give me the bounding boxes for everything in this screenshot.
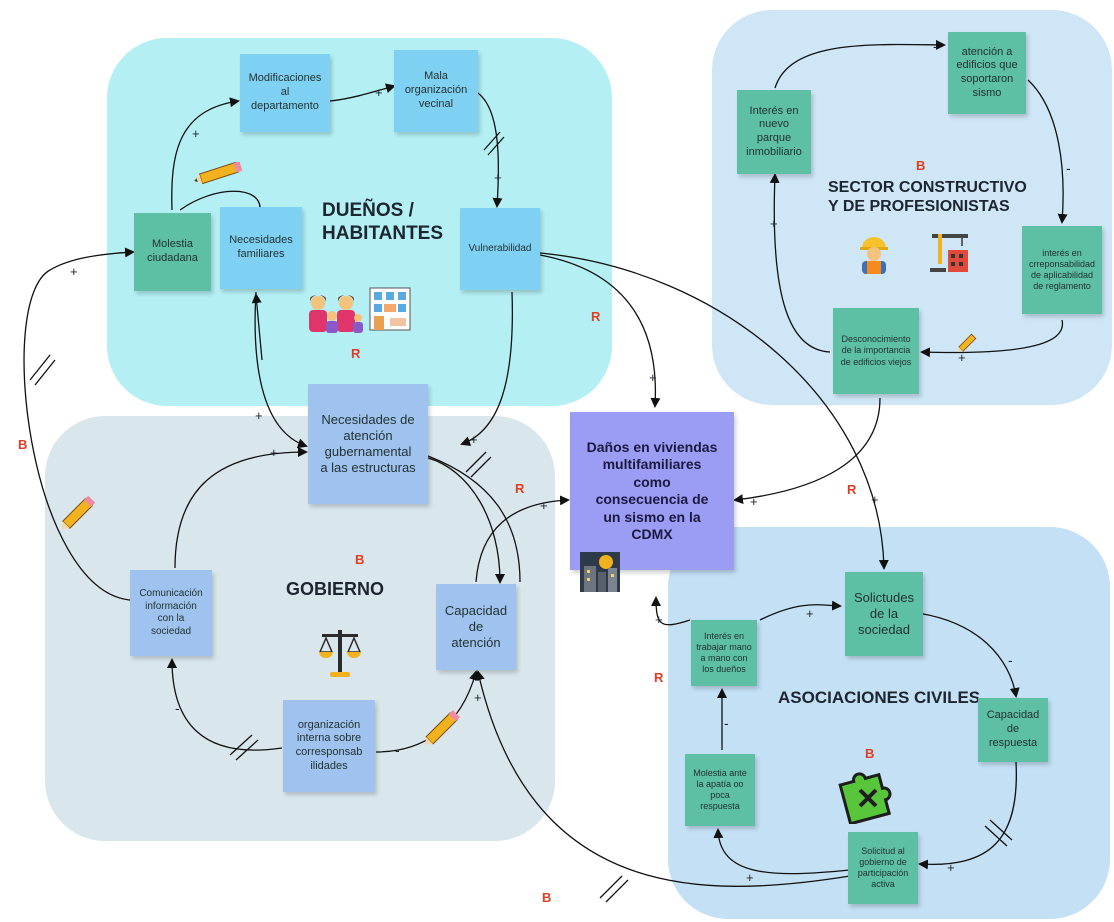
- building-icon: [369, 287, 411, 331]
- loop-label-b-asoc: B: [865, 746, 875, 761]
- sign-plus: +: [192, 126, 200, 141]
- sign-minus: -: [395, 742, 400, 758]
- sign-minus: -: [933, 38, 938, 54]
- note-organizacion-interna: organización interna sobre corresponsab …: [283, 700, 375, 792]
- loop-label-b-sector: B: [916, 158, 926, 173]
- note-interes-corresponsabilidad: interés en crreponsabilidad de aplicabil…: [1022, 226, 1102, 314]
- sign-plus: +: [958, 350, 966, 365]
- note-molestia-ciudadana: Molestia ciudadana: [134, 213, 211, 291]
- note-vulnerabilidad: Vulnerabilidad: [460, 208, 540, 290]
- puzzle-piece-icon: [838, 772, 892, 824]
- loop-label-b-bottom: B: [542, 890, 552, 905]
- loop-label-r-asoc: R: [654, 670, 664, 685]
- title-asociaciones: ASOCIACIONES CIVILES: [778, 688, 981, 707]
- sign-plus: +: [474, 690, 482, 705]
- note-molestia-apatia: Molestia ante la apatía oo poca respuest…: [685, 754, 755, 826]
- pencil-icon: [194, 162, 243, 184]
- note-comunicacion-informacion: Comunicación información con la sociedad: [130, 570, 212, 656]
- balance-scale-icon: [318, 630, 362, 677]
- pencil-icon: [425, 710, 460, 745]
- sign-plus: +: [375, 85, 383, 100]
- construction-crane-icon: [930, 234, 968, 272]
- sign-plus: +: [494, 170, 502, 185]
- note-capacidad-atencion: Capacidad de atención: [436, 584, 516, 670]
- title-duenos: DUEÑOS / HABITANTES: [322, 200, 444, 244]
- note-interes-trabajar-mano-a-mano: Interés en trabajar mano a mano con los …: [691, 620, 757, 686]
- sign-plus: +: [70, 264, 78, 279]
- construction-worker-icon: [860, 237, 888, 274]
- title-gobierno: GOBIERNO: [286, 579, 385, 599]
- sign-minus: -: [175, 700, 180, 716]
- loop-label-b-gob: B: [355, 552, 365, 567]
- pencil-icon: [958, 333, 977, 352]
- loop-label-r-gob: R: [515, 481, 525, 496]
- sign-plus: +: [947, 860, 955, 875]
- sign-plus: +: [540, 498, 548, 513]
- sign-plus: +: [649, 370, 657, 385]
- sign-plus: +: [806, 606, 814, 621]
- note-solicitudes-sociedad: Solictudes de la sociedad: [845, 572, 923, 656]
- loop-label-b-left: B: [18, 437, 28, 452]
- note-danos-viviendas-central: Daños en viviendas multifamiliares como …: [570, 412, 734, 570]
- note-necesidades-atencion-gubernamental: Necesidades de atención gubernamental a …: [308, 384, 428, 504]
- loop-label-r-duenos: R: [351, 346, 361, 361]
- sign-minus: -: [1066, 160, 1071, 176]
- sign-plus: +: [770, 216, 778, 231]
- note-modificaciones-departamento: Modificaciones al departamento: [240, 54, 330, 132]
- pencil-icon: [62, 495, 96, 529]
- family-icon: [309, 295, 363, 333]
- note-necesidades-familiares: Necesidades familiares: [220, 207, 302, 289]
- note-capacidad-respuesta: Capacidad de respuesta: [978, 698, 1048, 762]
- sign-minus: -: [724, 715, 729, 731]
- loop-label-r-center: R: [591, 309, 601, 324]
- sign-minus: -: [1008, 652, 1013, 668]
- sign-plus: +: [470, 432, 478, 447]
- note-interes-parque-inmobiliario: Interés en nuevo parque inmobiliario: [737, 90, 811, 174]
- sign-plus: +: [746, 870, 754, 885]
- sign-plus: +: [655, 612, 663, 627]
- sign-plus: +: [871, 492, 879, 507]
- damaged-city-icon: [580, 552, 620, 592]
- note-desconocimiento-edificios: Desconocimiento de la importancia de edi…: [833, 308, 919, 394]
- sign-plus: +: [750, 494, 758, 509]
- sign-plus: +: [270, 445, 278, 460]
- note-mala-organizacion-vecinal: Mala organización vecinal: [394, 50, 478, 132]
- note-atencion-edificios: atención a edificios que soportaron sism…: [948, 32, 1026, 114]
- sign-plus: +: [255, 408, 263, 423]
- loop-label-r-right: R: [847, 482, 857, 497]
- title-sector-constructivo: SECTOR CONSTRUCTIVO Y DE PROFESIONISTAS: [828, 179, 1027, 216]
- note-solicitud-gobierno: Solicitud al gobierno de participación a…: [848, 832, 918, 904]
